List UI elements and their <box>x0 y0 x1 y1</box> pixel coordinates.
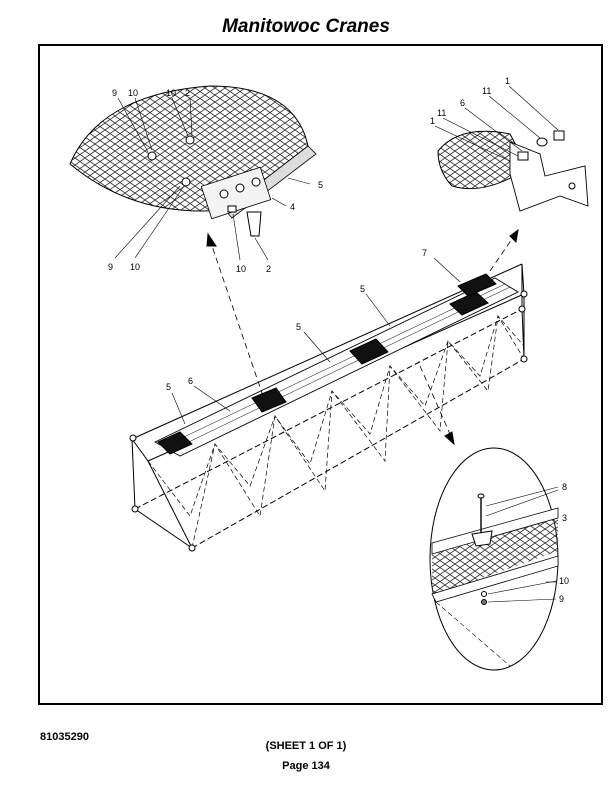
callout: 5 <box>166 382 171 392</box>
detail-pin-retainer <box>429 447 559 671</box>
page-title: Manitowoc Cranes <box>222 16 390 37</box>
callout: 10 <box>236 264 246 274</box>
callout: 10 <box>166 88 176 98</box>
page-number: Page 134 <box>282 760 330 772</box>
callout: 10 <box>559 576 569 586</box>
parts-drawing: 9 10 10 2 5 4 9 10 10 2 1 11 6 <box>69 76 589 671</box>
callout: 2 <box>266 264 271 274</box>
callout: 11 <box>482 86 491 96</box>
callout: 8 <box>562 482 567 492</box>
sheet-label: (SHEET 1 OF 1) <box>265 740 347 752</box>
boom-section <box>129 228 528 552</box>
detail-walkway-end <box>69 85 317 261</box>
callout: 9 <box>559 594 564 604</box>
callout: 11 <box>437 108 446 118</box>
callout: 6 <box>460 98 465 108</box>
callout: 2 <box>185 88 190 98</box>
callout: 10 <box>130 262 140 272</box>
callout: 5 <box>360 284 365 294</box>
callout: 4 <box>290 202 295 212</box>
callout: 9 <box>108 262 113 272</box>
callout: 10 <box>128 88 138 98</box>
callout: 1 <box>430 116 435 126</box>
callout: 1 <box>505 76 510 86</box>
callout: 3 <box>562 513 567 523</box>
drawing-frame: 9 10 10 2 5 4 9 10 10 2 1 11 6 <box>38 44 603 705</box>
callout: 5 <box>318 180 323 190</box>
callout: 5 <box>296 322 301 332</box>
callout: 6 <box>188 376 193 386</box>
part-number: 81035290 <box>40 731 89 743</box>
callout: 9 <box>112 88 117 98</box>
detail-walkway-bracket <box>434 85 589 212</box>
callout: 7 <box>422 248 427 258</box>
